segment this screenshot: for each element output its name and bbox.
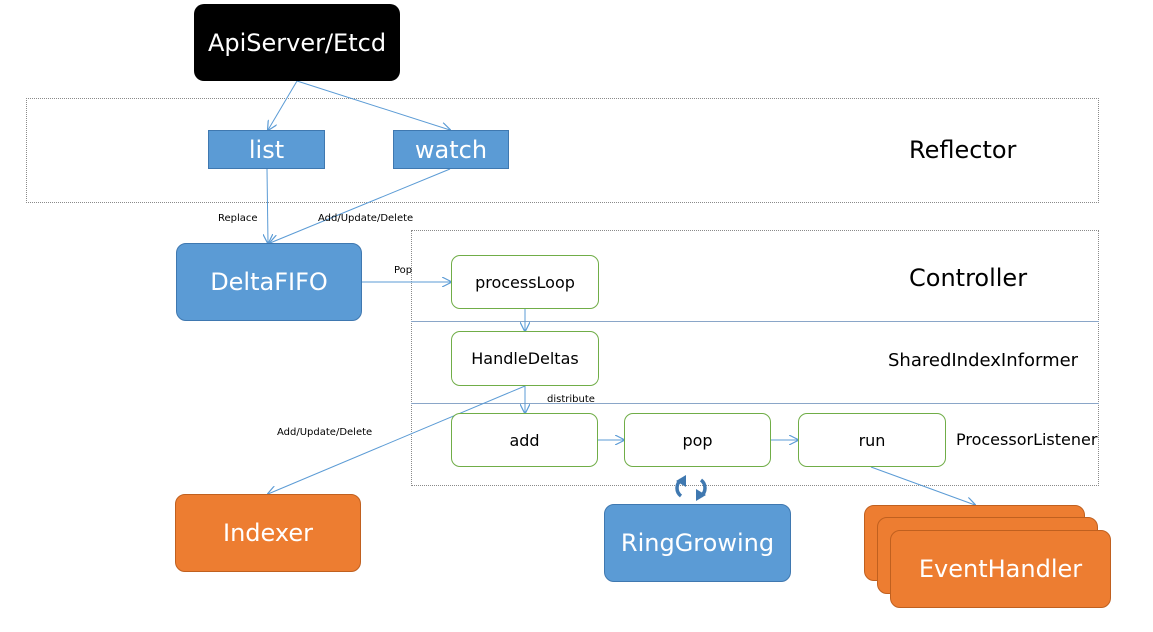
watch-node: watch <box>393 130 509 169</box>
label-pop: Pop <box>394 265 413 276</box>
handledeltas-node: HandleDeltas <box>451 331 599 386</box>
arrow-list-deltafifo <box>267 168 268 243</box>
controller-region <box>411 230 1099 486</box>
eventhandler-node: EventHandler <box>890 530 1111 608</box>
reflector-region <box>26 98 1099 203</box>
label-watch-add-update-delete: Add/Update/Delete <box>318 213 414 224</box>
run-node: run <box>798 413 946 467</box>
label-replace: Replace <box>218 213 258 224</box>
arrow-apiserver-watch <box>296 80 450 130</box>
label-distribute: distribute <box>547 394 595 405</box>
arrow-apiserver-list <box>268 80 298 130</box>
shared-index-informer-title: SharedIndexInformer <box>888 350 1079 371</box>
deltafifo-node: DeltaFIFO <box>176 243 362 321</box>
arrow-run-eventhandler <box>870 466 975 505</box>
list-node: list <box>208 130 325 169</box>
ringgrowing-node: RingGrowing <box>604 504 791 582</box>
processloop-node: processLoop <box>451 255 599 309</box>
reflector-title: Reflector <box>909 136 1017 164</box>
processor-listener-title: ProcessorListener <box>956 430 1098 449</box>
add-node: add <box>451 413 598 467</box>
pop-node: pop <box>624 413 771 467</box>
arrow-watch-deltafifo <box>270 168 451 243</box>
controller-title: Controller <box>909 264 1028 292</box>
label-indexer-add-update-delete: Add/Update/Delete <box>277 427 373 438</box>
controller-divider-2 <box>411 403 1099 404</box>
apiserver-etcd-node: ApiServer/Etcd <box>194 4 400 81</box>
indexer-node: Indexer <box>175 494 361 572</box>
arrow-handledeltas-indexer <box>268 385 526 494</box>
controller-divider-1 <box>411 321 1099 322</box>
